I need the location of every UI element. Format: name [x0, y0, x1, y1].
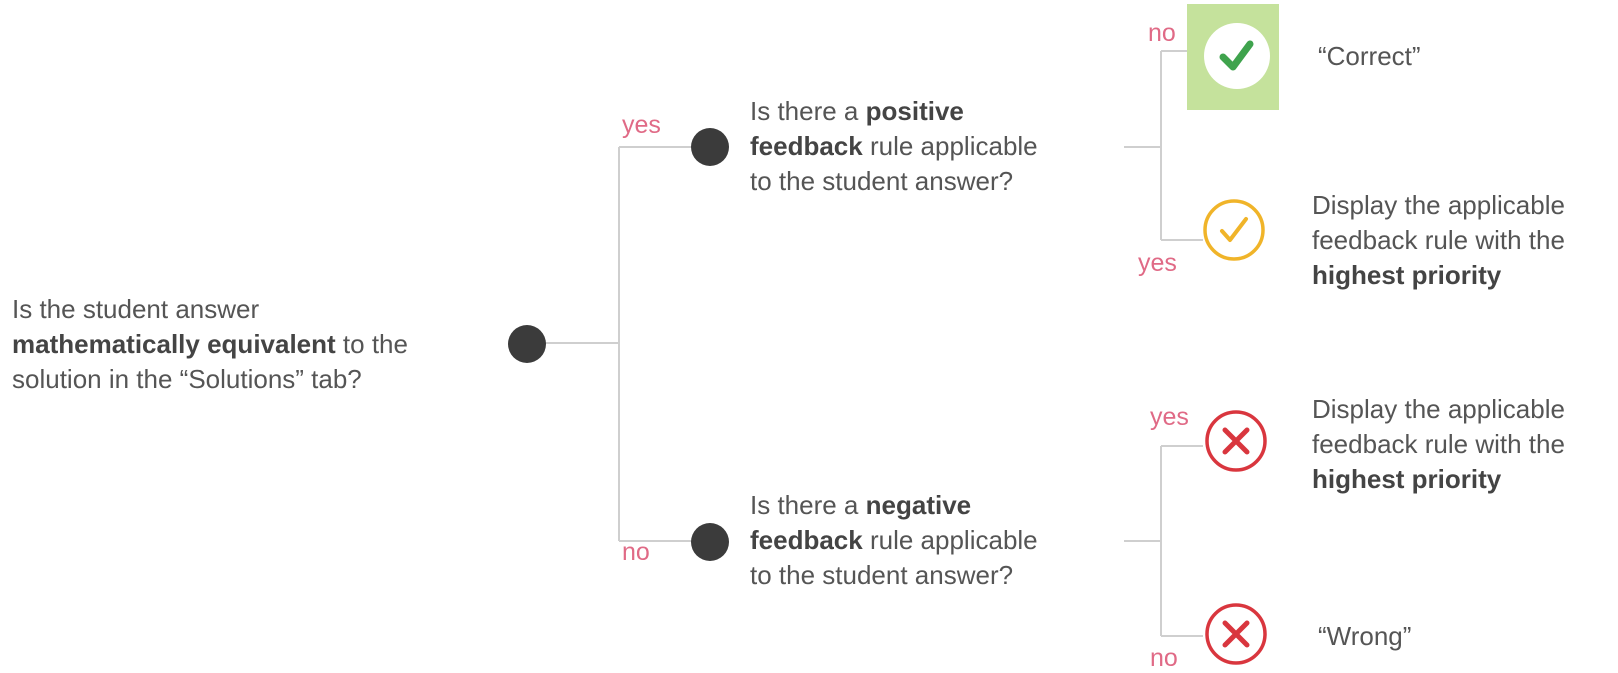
negative-question: Is there a negative feedback rule applic…	[750, 488, 1110, 593]
positive-node	[691, 128, 729, 166]
root-yes-label: yes	[622, 111, 661, 139]
positive-rule-bold: highest priority	[1312, 260, 1502, 290]
correct-outcome: “Correct”	[1318, 41, 1421, 71]
wrong-outcome: “Wrong”	[1318, 621, 1412, 651]
negative-rule-line2: feedback rule with the	[1312, 429, 1565, 459]
positive-question-bold2: feedback	[750, 131, 863, 161]
x-circle-icon	[1203, 408, 1269, 474]
negative-question-bold2: feedback	[750, 525, 863, 555]
positive-rule-line2: feedback rule with the	[1312, 225, 1565, 255]
negative-question-post: rule applicable	[869, 525, 1038, 555]
negative-yes-label: yes	[1150, 403, 1189, 431]
root-question-bold: mathematically equivalent	[12, 329, 336, 359]
negative-node	[691, 523, 729, 561]
root-no-label: no	[622, 538, 650, 566]
negative-rule-bold: highest priority	[1312, 464, 1502, 494]
x-circle-icon	[1203, 601, 1269, 667]
root-question-tail: to the	[342, 329, 408, 359]
positive-question-post: rule applicable	[869, 131, 1038, 161]
negative-rule-line1: Display the applicable	[1312, 394, 1565, 424]
negative-question-bold1: negative	[865, 490, 972, 520]
positive-no-label: no	[1148, 19, 1176, 47]
negative-no-label: no	[1150, 644, 1178, 672]
negative-question-pre: Is there a	[750, 490, 859, 520]
positive-rule-line1: Display the applicable	[1312, 190, 1565, 220]
positive-yes-label: yes	[1138, 249, 1177, 277]
root-question-line1: Is the student answer	[12, 294, 260, 324]
positive-question-pre: Is there a	[750, 96, 859, 126]
check-icon	[1187, 4, 1279, 110]
positive-question-line3: to the student answer?	[750, 166, 1014, 196]
root-node	[508, 325, 546, 363]
negative-question-line3: to the student answer?	[750, 560, 1014, 590]
root-question-line3: solution in the “Solutions” tab?	[12, 364, 362, 394]
negative-rule-outcome: Display the applicable feedback rule wit…	[1312, 392, 1612, 497]
positive-rule-outcome: Display the applicable feedback rule wit…	[1312, 188, 1612, 293]
check-circle-icon	[1201, 197, 1267, 263]
positive-question: Is there a positive feedback rule applic…	[750, 94, 1110, 199]
root-question: Is the student answer mathematically equ…	[12, 292, 492, 397]
positive-question-bold1: positive	[865, 96, 964, 126]
